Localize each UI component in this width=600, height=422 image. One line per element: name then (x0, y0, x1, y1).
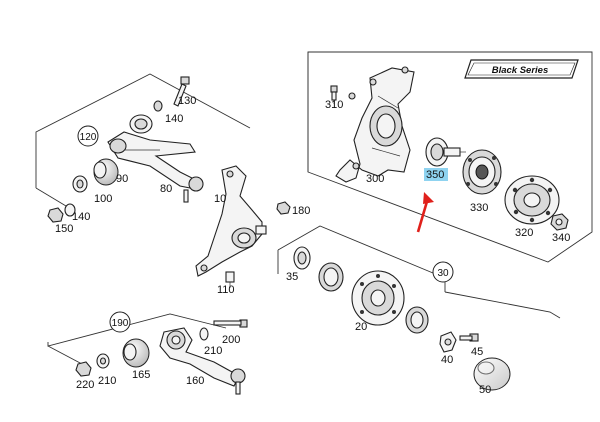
label-50: 50 (479, 384, 491, 396)
knuckle-300 (335, 66, 415, 183)
seal-ring-35 (293, 246, 311, 270)
bushing-90 (93, 158, 119, 186)
hub-chain-frame (277, 225, 561, 319)
bolt-200 (213, 319, 248, 328)
dust-shield-350 (425, 137, 466, 167)
label-160: 160 (186, 375, 204, 387)
bolt-45 (459, 333, 479, 342)
label-40: 40 (441, 354, 453, 366)
label-110: 110 (217, 284, 235, 296)
control-arm-lower (159, 327, 239, 387)
label-180: 180 (292, 205, 310, 217)
label-100-a: 100 (94, 193, 112, 205)
washer-100-b (64, 203, 76, 217)
hub-320 (504, 175, 560, 225)
label-330: 330 (470, 202, 488, 214)
washer-210-right (199, 327, 209, 341)
label-140-top: 140 (165, 113, 183, 125)
label-200: 200 (222, 334, 240, 346)
sleeve-upper (129, 114, 153, 134)
callout-circle-30 (432, 261, 454, 283)
label-210-left: 210 (98, 375, 116, 387)
lower-arm-frame (47, 313, 227, 365)
banner-text: Black Series (492, 65, 549, 76)
label-20: 20 (355, 321, 367, 333)
label-320: 320 (515, 227, 533, 239)
bearing-outer (405, 306, 429, 334)
washer-100-a (72, 175, 88, 193)
label-310: 310 (325, 99, 343, 111)
nut-220 (75, 361, 92, 377)
label-190: 190 (112, 318, 129, 329)
washer-40 (439, 331, 457, 353)
label-350: 350 (426, 169, 444, 181)
hub-20 (351, 270, 405, 326)
label-220: 220 (76, 379, 94, 391)
label-80: 80 (160, 183, 172, 195)
nut-180 (276, 201, 291, 215)
label-300: 300 (366, 173, 384, 185)
ball-joint-160 (230, 368, 246, 395)
label-35: 35 (286, 271, 298, 283)
grease-cap-50 (473, 357, 511, 391)
label-140-b: 140 (72, 211, 90, 223)
label-90: 90 (116, 173, 128, 185)
nut-340 (550, 213, 569, 231)
callout-circle-190 (109, 311, 131, 333)
label-45: 45 (471, 346, 483, 358)
washer-140-top (153, 100, 163, 112)
inset-frame (307, 51, 593, 263)
washer-210-left (96, 353, 110, 369)
black-series-banner: Black Series (464, 59, 579, 79)
label-340: 340 (552, 232, 570, 244)
nut-150 (47, 207, 64, 223)
knuckle-10 (195, 165, 267, 277)
label-165: 165 (132, 369, 150, 381)
label-10: 10 (214, 193, 226, 205)
control-arm-upper (107, 131, 196, 189)
bearing-lower (318, 262, 344, 292)
ball-joint-80 (183, 176, 204, 203)
highlight-350 (424, 168, 448, 181)
pin-110 (225, 271, 235, 288)
bearing-330 (462, 149, 502, 195)
label-150: 150 (55, 223, 73, 235)
bolt-130 (173, 76, 190, 107)
label-30: 30 (437, 268, 449, 279)
label-210-right: 210 (204, 345, 222, 357)
pointer-arrow (416, 192, 434, 233)
bushing-165 (122, 338, 150, 368)
label-120: 120 (80, 132, 97, 143)
upper-arm-frame (35, 73, 251, 207)
label-130: 130 (178, 95, 196, 107)
bolt-310 (330, 85, 338, 104)
callout-circle-120 (77, 125, 99, 147)
